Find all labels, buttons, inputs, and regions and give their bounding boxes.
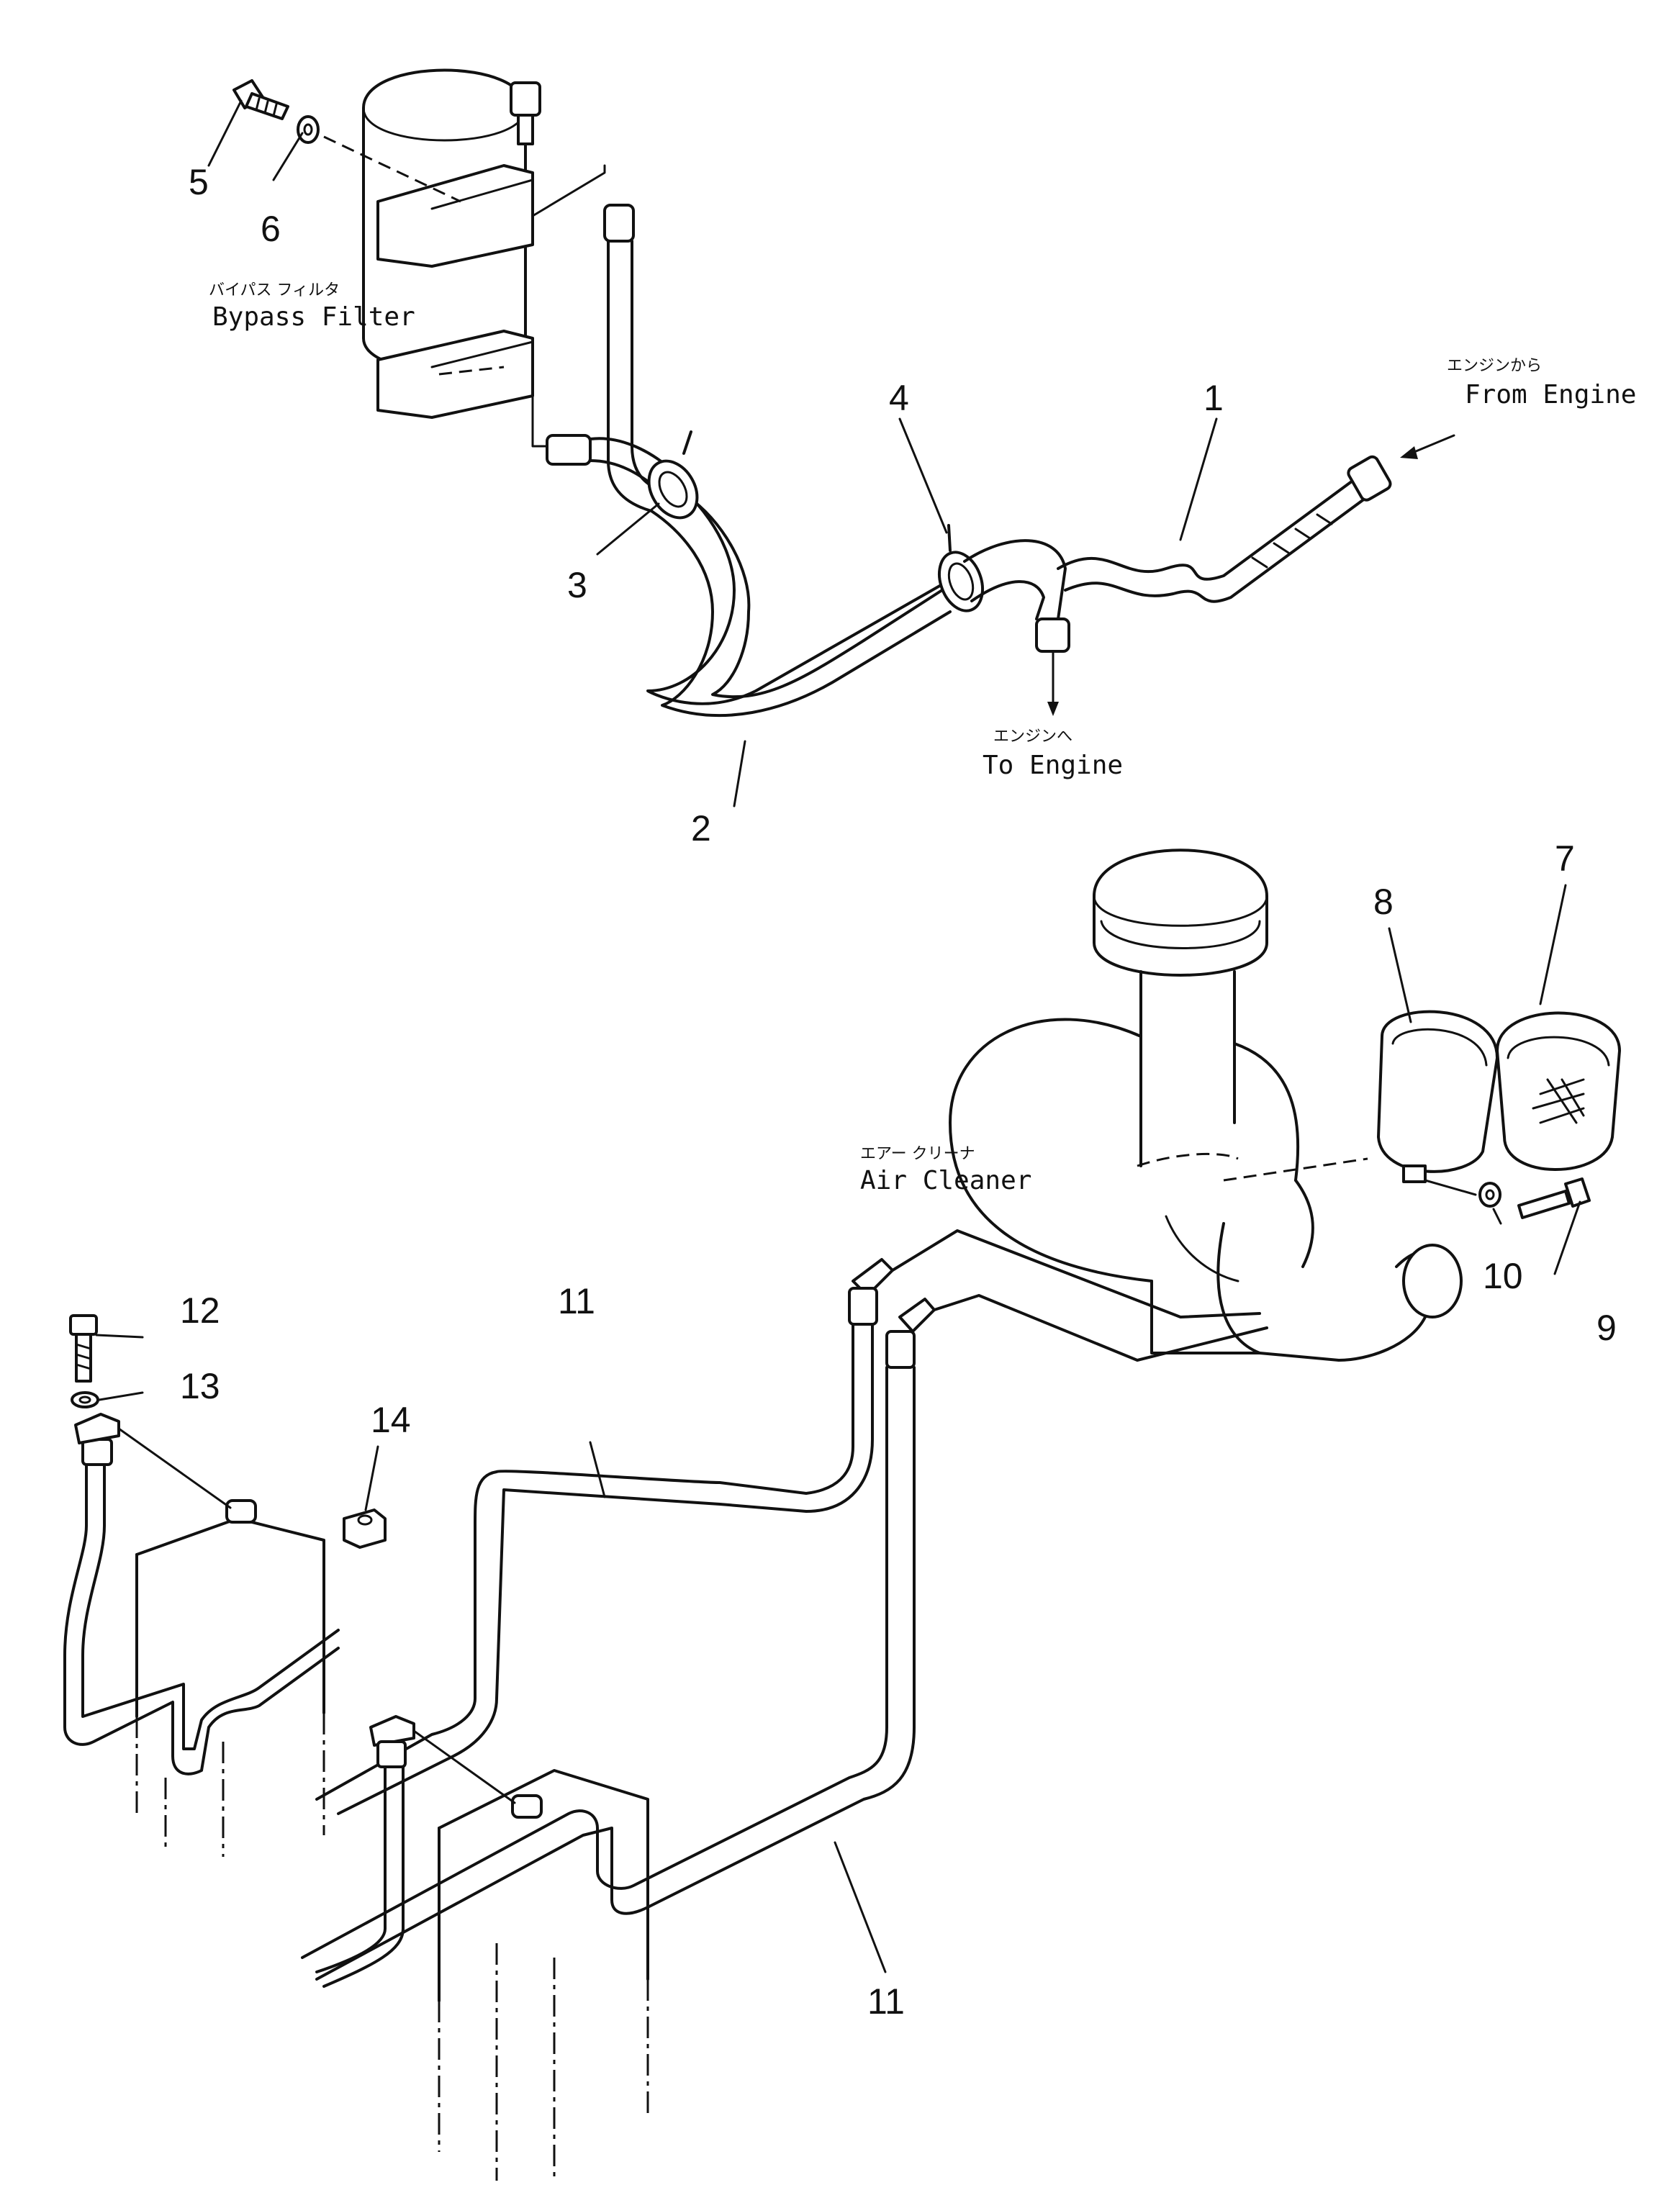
callout-14: 14 xyxy=(371,1400,411,1440)
to-engine-label-jp: エンジンへ xyxy=(993,728,1072,746)
air-cleaner xyxy=(949,849,1463,1362)
washer-10 xyxy=(1478,1182,1501,1208)
bypass-filter xyxy=(323,68,606,448)
callout-6: 6 xyxy=(261,209,281,249)
band-8 xyxy=(1377,1010,1499,1196)
callout-8: 8 xyxy=(1373,882,1394,922)
callout-4: 4 xyxy=(889,378,909,418)
leader-lines xyxy=(95,99,1581,1973)
from-engine-label-jp: エンジンから xyxy=(1447,357,1542,375)
callout-1: 1 xyxy=(1203,378,1224,418)
text-labels: バイパス フィルタ Bypass Filter エンジンから From Engi… xyxy=(209,281,1636,1195)
callout-10: 10 xyxy=(1483,1256,1523,1296)
callout-9: 9 xyxy=(1597,1308,1617,1348)
callout-7: 7 xyxy=(1555,838,1575,879)
lower-hoses xyxy=(63,1229,1268,2181)
hose-assembly xyxy=(546,204,1392,718)
from-engine-label-en: From Engine xyxy=(1465,380,1636,410)
bolt-9 xyxy=(1517,1177,1591,1219)
callout-5: 5 xyxy=(189,162,209,202)
washer-6 xyxy=(297,115,320,144)
to-engine-label-en: To Engine xyxy=(983,751,1123,780)
bolt-5 xyxy=(232,79,289,120)
callout-3: 3 xyxy=(567,565,587,605)
air-cleaner-label-jp: エアー クリーナ xyxy=(860,1145,975,1163)
washer-13 xyxy=(71,1391,99,1408)
callout-13: 13 xyxy=(180,1366,220,1406)
callout-11-lower: 11 xyxy=(867,1981,905,2022)
bypass-filter-label-jp: バイパス フィルタ xyxy=(209,281,340,299)
callout-2: 2 xyxy=(691,808,711,849)
cover-7 xyxy=(1496,1011,1621,1171)
bolt-12 xyxy=(69,1314,98,1383)
bypass-filter-label-en: Bypass Filter xyxy=(212,302,415,332)
callout-numbers: 1 2 3 4 5 6 7 8 9 10 11 11 12 13 14 xyxy=(180,162,1617,2022)
callout-11-upper: 11 xyxy=(558,1281,595,1321)
callout-12: 12 xyxy=(180,1290,220,1331)
air-cleaner-label-en: Air Cleaner xyxy=(860,1166,1031,1195)
nut-14 xyxy=(343,1508,387,1549)
flow-arrows xyxy=(1047,434,1455,716)
